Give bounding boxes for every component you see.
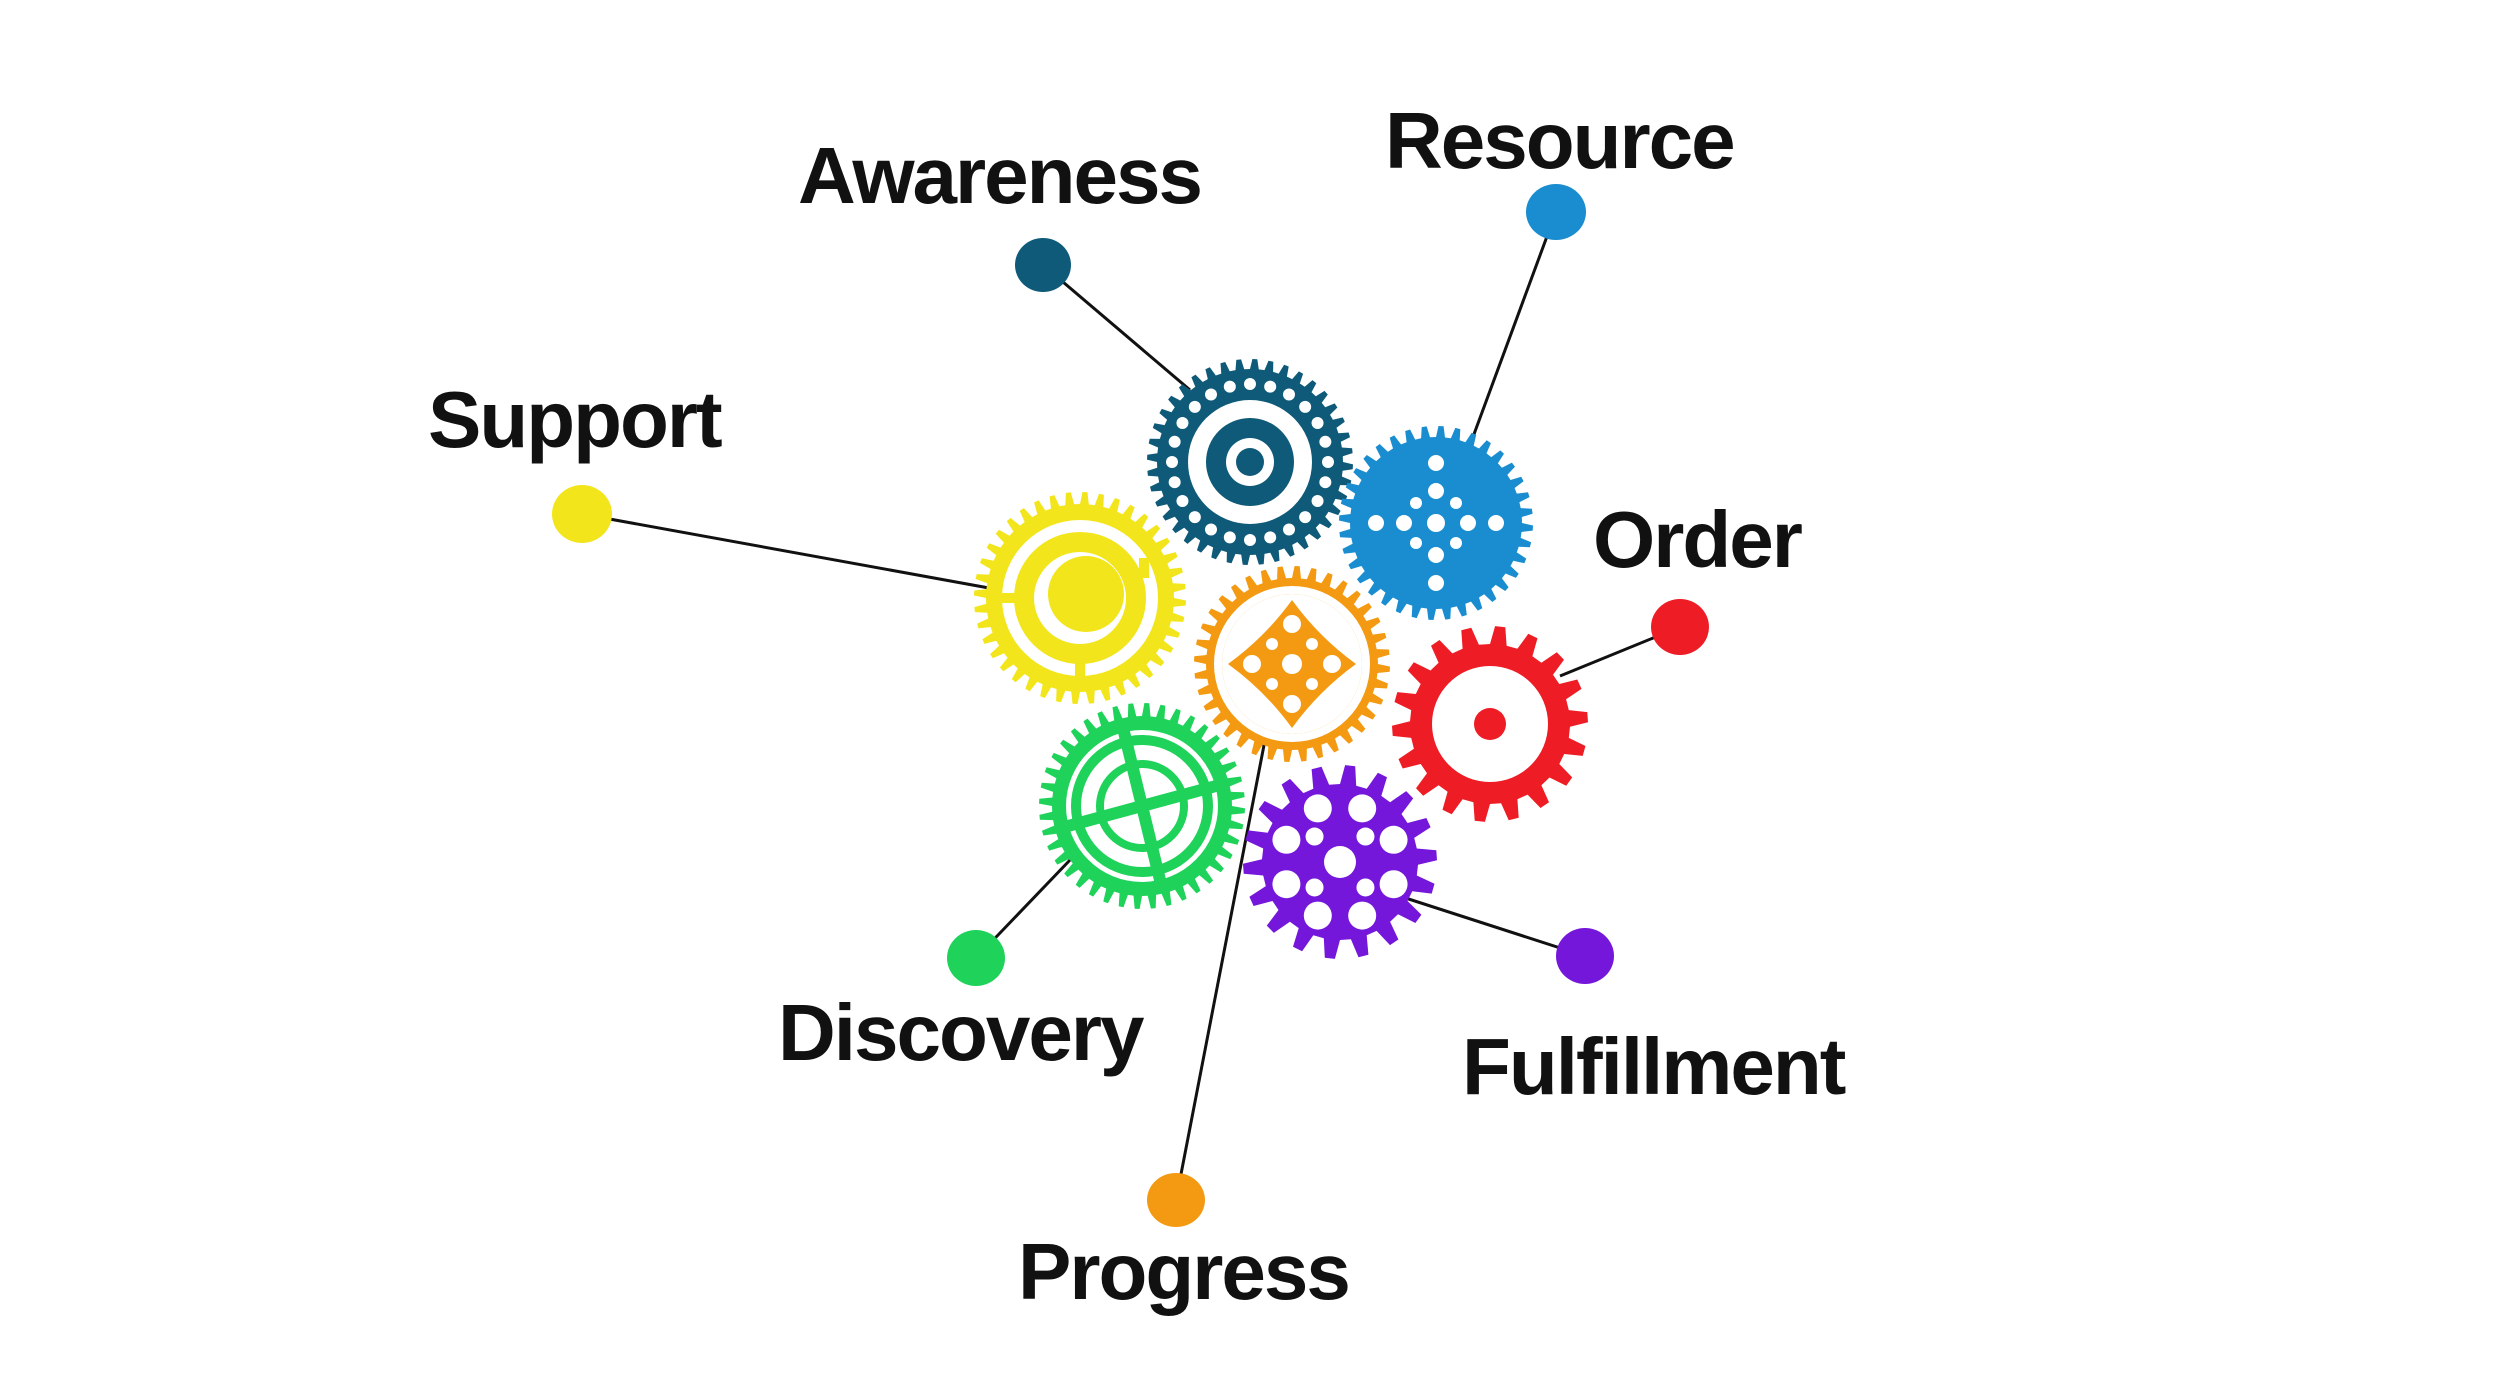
endpoint-dot-support	[552, 485, 612, 543]
node-labels: Awareness Resource Support Order Progres…	[428, 96, 1848, 1316]
label-progress: Progress	[1018, 1227, 1349, 1316]
connector-resource	[1468, 211, 1558, 446]
connector-awareness	[1042, 263, 1191, 392]
gear-crosshair-icon	[1039, 703, 1245, 909]
label-resource: Resource	[1385, 96, 1734, 185]
connector-support	[581, 512, 1001, 592]
label-awareness: Awareness	[798, 131, 1201, 220]
gear-concave-diamond-icon	[1194, 566, 1390, 762]
label-fulfillment: Fulfillment	[1462, 1022, 1846, 1111]
endpoint-dot-discovery	[947, 930, 1005, 986]
label-order: Order	[1593, 495, 1802, 584]
endpoint-dot-order	[1651, 599, 1709, 655]
gear-dotted-cross-icon	[1339, 426, 1533, 620]
label-support: Support	[428, 375, 722, 464]
gear-split-ring-icon	[974, 492, 1186, 704]
endpoint-dot-progress	[1147, 1173, 1205, 1227]
connector-progress	[1174, 739, 1267, 1201]
gear-dot-pattern-icon	[1243, 765, 1437, 959]
label-discovery: Discovery	[778, 988, 1145, 1077]
gear-ring-dots-icon	[1147, 359, 1353, 565]
endpoint-dot-awareness	[1015, 238, 1071, 292]
endpoint-dots	[552, 184, 1709, 1227]
endpoint-dot-resource	[1526, 184, 1586, 240]
gears	[974, 359, 1588, 959]
endpoint-dot-fulfillment	[1556, 928, 1614, 984]
gear-ring-center-dot-icon	[1392, 626, 1588, 822]
connector-fulfillment	[1389, 891, 1586, 958]
